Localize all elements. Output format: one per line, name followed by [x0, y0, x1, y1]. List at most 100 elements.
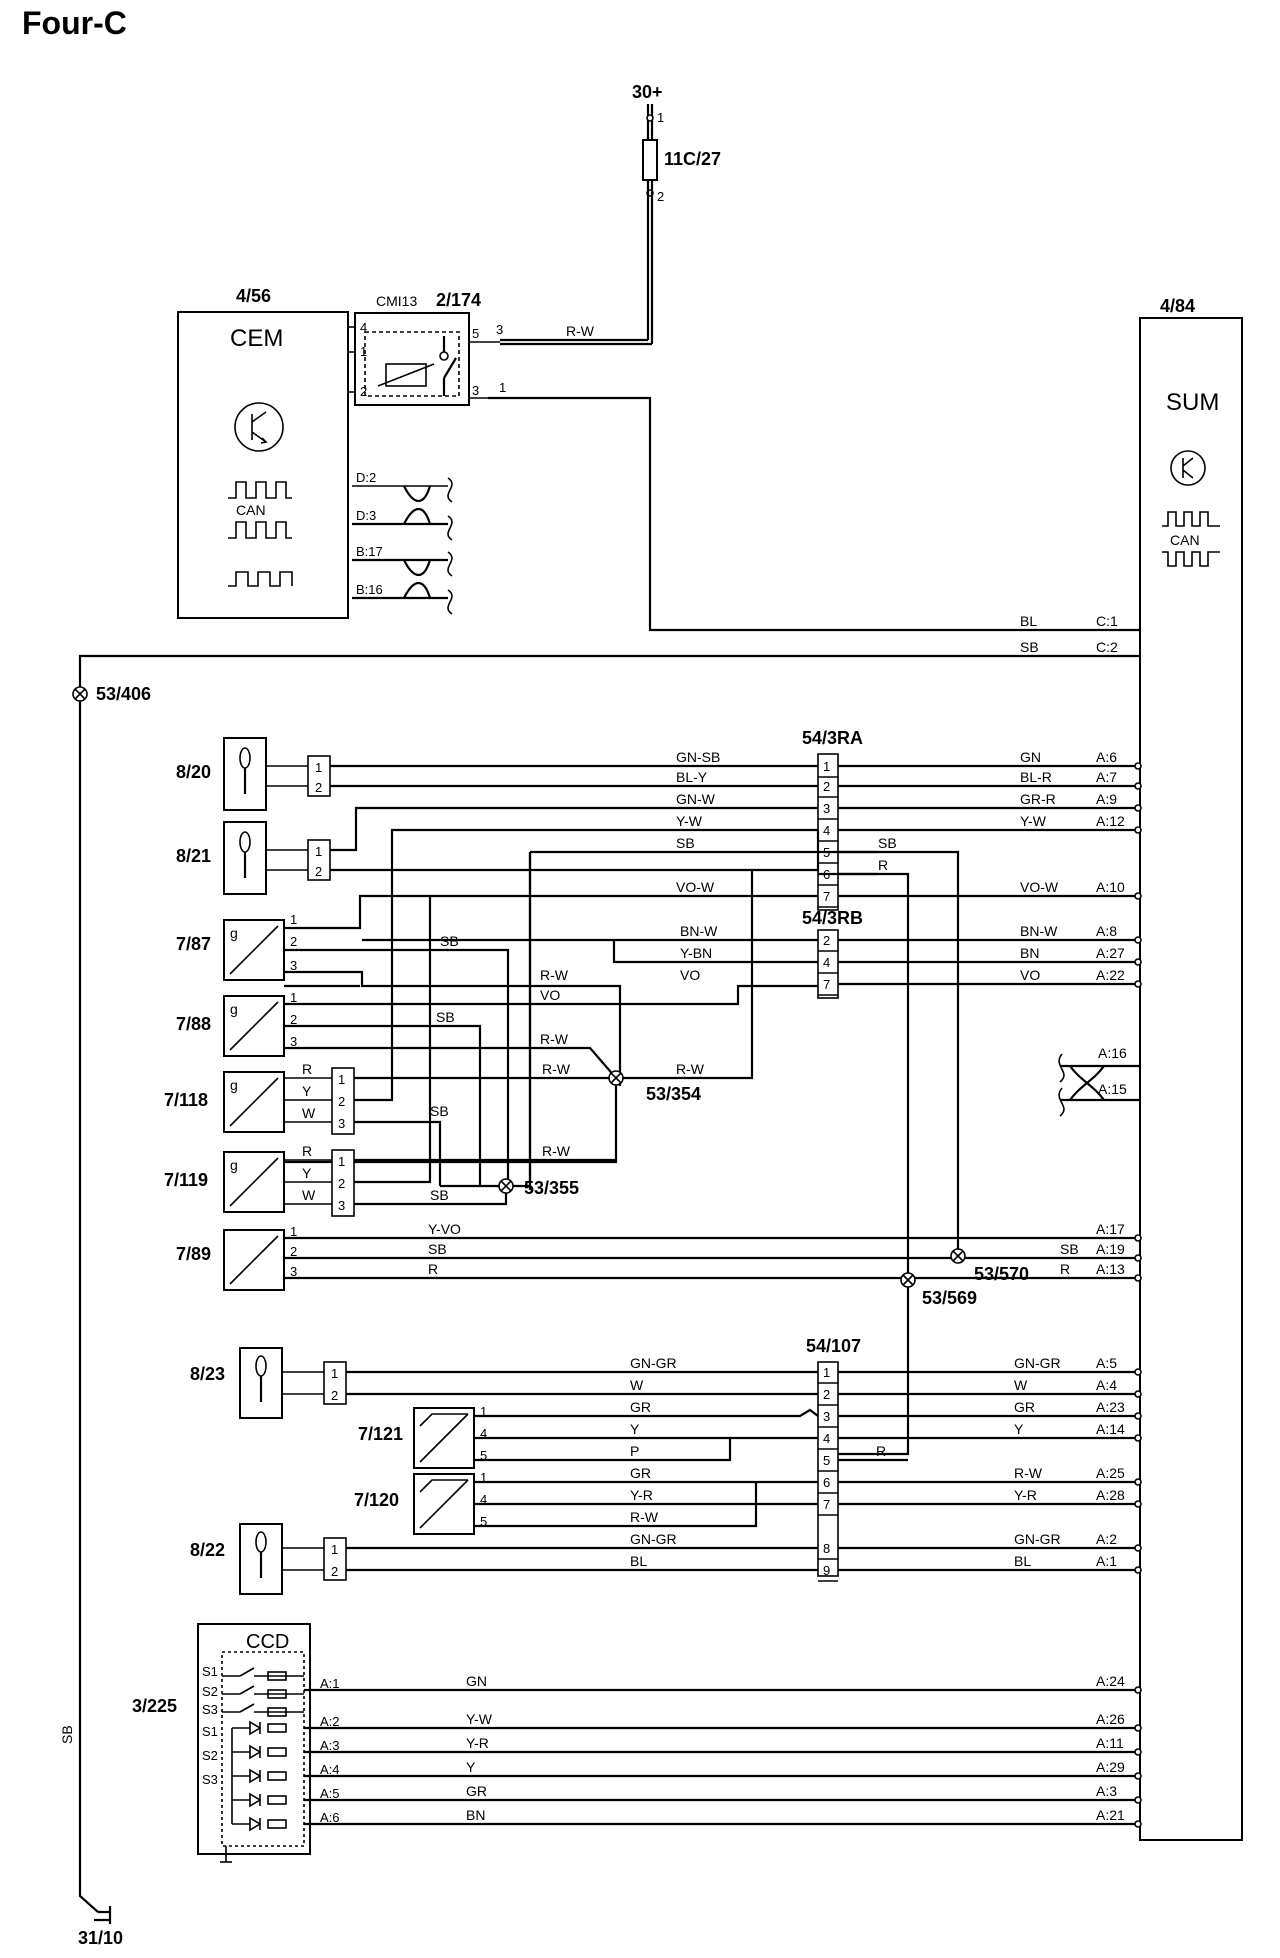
sensor-7-88-label: 7/88	[176, 1014, 211, 1034]
ccd-pin: A:1	[320, 1676, 340, 1691]
c107-right-color: GN-GR	[1014, 1531, 1061, 1547]
splice-53-570-label: 53/570	[974, 1264, 1029, 1284]
sensor-7-120-pin-5: 5	[480, 1514, 487, 1529]
sensor-7-87: 7/87 g 1 2 3 SB R-W	[176, 894, 818, 1186]
twisted-pin-a16: A:16	[1098, 1045, 1127, 1061]
ground-wire-label: SB	[59, 1725, 75, 1744]
splice-53-406-label: 53/406	[96, 684, 151, 704]
relay-pin-5: 5	[472, 326, 479, 341]
ra-left-color: GN-SB	[676, 749, 720, 765]
ground-ref: 31/10	[78, 1928, 123, 1948]
sensor-8-21: 8/21 1 2	[176, 821, 331, 895]
sensor-7-118: 7/118 g 1 2 3 R Y W R-W SB R-W	[164, 828, 818, 1186]
ccd-color: BN	[466, 1807, 485, 1823]
s789-pin: 3	[290, 1264, 297, 1279]
pwm-signal-icon	[228, 571, 293, 587]
sum-bus-c2-color: SB	[1020, 639, 1039, 655]
cem-box	[177, 311, 349, 619]
ccd-apin: A:21	[1096, 1807, 1125, 1823]
sensor-7-119-pin-2: 2	[338, 1176, 345, 1191]
supply-label: 30+	[632, 82, 663, 102]
ra-left-color: GN-W	[676, 791, 716, 807]
sensor-7-88-wire-rw: R-W	[540, 1031, 569, 1047]
c107-left-color: P	[630, 1443, 639, 1459]
splice-53-569-label: 53/569	[922, 1288, 977, 1308]
s789-color: R	[428, 1261, 438, 1277]
supply-fuse-group: 30+ 1 11C/27 2 R-W	[500, 82, 721, 346]
rb-left-color: VO	[680, 967, 700, 983]
c107-right-color: GR	[1014, 1399, 1035, 1415]
relay-out-pin-1: 1	[499, 380, 506, 395]
ra-right-color: GN	[1020, 749, 1041, 765]
fuse-pin-top: 1	[657, 110, 664, 125]
sensor-7-120-label: 7/120	[354, 1490, 399, 1510]
c107-right-pin: A:28	[1096, 1487, 1125, 1503]
ccd-switch-s3: S3	[202, 1702, 218, 1717]
sensor-8-20-label: 8/20	[176, 762, 211, 782]
c107-right-pin: A:14	[1096, 1421, 1125, 1437]
c107-left-color: R-W	[630, 1509, 659, 1525]
connector-ra-label: 54/3RA	[802, 728, 863, 748]
sensor-7-121-pin-5: 5	[480, 1448, 487, 1463]
splice-53-570: 53/570	[950, 1248, 1029, 1284]
sensor-7-87-label: 7/87	[176, 934, 211, 954]
ccd-pin: A:2	[320, 1714, 340, 1729]
splice-53-569: 53/569	[900, 1272, 977, 1308]
c107-left-color: GN-GR	[630, 1355, 677, 1371]
ra-right-pin: A:10	[1096, 879, 1125, 895]
sensor-7-118-pin-1: 1	[338, 1072, 345, 1087]
c107-pin: 7	[823, 1497, 830, 1512]
c107-left-color: GR	[630, 1399, 651, 1415]
relay-pin-3: 3	[472, 383, 479, 398]
ra-right-color: GR-R	[1020, 791, 1056, 807]
rb-pin: 4	[823, 955, 830, 970]
ra-pin: 4	[823, 823, 830, 838]
c107-right-color: W	[1014, 1377, 1028, 1393]
ground-bus: 53/406 SB 31/10	[59, 654, 1140, 1948]
ccd-color: GN	[466, 1673, 487, 1689]
ra-right-pin: A:6	[1096, 749, 1117, 765]
c107-pin: 9	[823, 1563, 830, 1578]
rb-left-color: Y-BN	[680, 945, 712, 961]
sensor-8-22-pin-2: 2	[331, 1564, 338, 1579]
ra-right-color: VO-W	[1020, 879, 1059, 895]
splice-53-355-label: 53/355	[524, 1178, 579, 1198]
c107-right-pin: A:5	[1096, 1355, 1117, 1371]
ccd-apin: A:3	[1096, 1783, 1117, 1799]
cem-port-b16: B:16	[356, 582, 383, 597]
c107-right-color: Y-R	[1014, 1487, 1037, 1503]
sensor-7-118-wire-r: R	[302, 1061, 312, 1077]
sensor-7-87-pin-1: 1	[290, 912, 297, 927]
relay-ref: 2/174	[436, 290, 481, 310]
cem-port-d3: D:3	[356, 508, 376, 523]
s789-apin: A:13	[1096, 1261, 1125, 1277]
sensor-8-22: 8/22 1 2	[190, 1523, 347, 1595]
sensor-8-21-pin-1: 1	[315, 844, 322, 859]
sensor-7-118-label: 7/118	[164, 1090, 208, 1110]
s789-pin: 2	[290, 1244, 297, 1259]
rb-left-color: BN-W	[680, 923, 718, 939]
sensor-8-23-label: 8/23	[190, 1364, 225, 1384]
sum-bus-c1-color: BL	[1020, 613, 1037, 629]
sensor-7-121: 7/121 1 4 5	[358, 1404, 487, 1469]
ccd-switch-s1: S1	[202, 1664, 218, 1679]
ccd-name: CCD	[246, 1631, 289, 1653]
sensor-7-119: 7/119 g 1 2 3 R Y W R-W SB	[164, 896, 616, 1217]
ccd-color: Y-R	[466, 1735, 489, 1751]
s789-right-color: R	[1060, 1261, 1070, 1277]
sensor-8-20: 8/20 1 2	[176, 737, 331, 811]
relay-2-174: CMI13 2/174 4 1 2 5 3 3 1	[348, 290, 1140, 632]
splice-53-354: 53/354	[284, 870, 754, 1164]
sensor-7-119-wire-sb: SB	[430, 1187, 449, 1203]
relay-pin-1: 1	[360, 344, 367, 359]
sensor-7-120: 7/120 1 4 5	[354, 1470, 487, 1535]
relay-pin-2: 2	[360, 384, 367, 399]
rb-right-pin: A:8	[1096, 923, 1117, 939]
sensor-8-23: 8/23 1 2	[190, 1347, 347, 1419]
s789-color: SB	[428, 1241, 447, 1257]
ccd-color: Y	[466, 1759, 476, 1775]
can-signal-icon	[228, 481, 292, 499]
sensor-7-118-wire-rw-out: R-W	[676, 1061, 705, 1077]
